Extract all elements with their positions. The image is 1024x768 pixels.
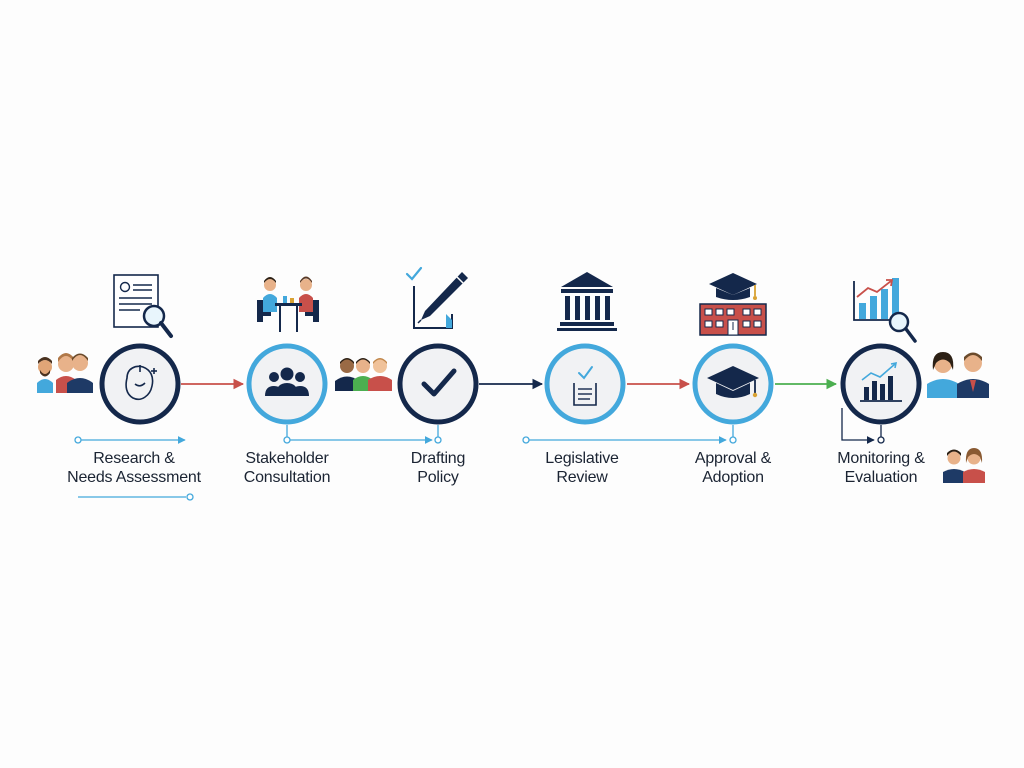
school-building-icon — [699, 273, 767, 336]
timeline-arrow-1 — [74, 436, 186, 444]
step-6-circle — [840, 343, 922, 425]
timeline-arrow-2 — [283, 425, 442, 444]
checkmark-icon — [421, 368, 457, 397]
step-3-label-line1: Drafting — [410, 450, 466, 467]
step-1-circle — [99, 343, 181, 425]
government-building-icon — [557, 272, 617, 331]
step-6-label-line2: Evaluation — [844, 469, 918, 486]
meeting-table-icon — [257, 276, 319, 332]
step-1-label-line2: Needs Assessment — [67, 469, 201, 486]
step-1-label-line1: Research & — [93, 450, 175, 467]
bar-chart-icon — [860, 361, 902, 402]
step-3-label: Drafting Policy — [353, 449, 523, 487]
step-2-label-line1: Stakeholder — [245, 450, 329, 467]
step-5-label: Approval & Adoption — [648, 449, 818, 487]
chart-search-icon — [853, 278, 917, 343]
graduation-cap-icon — [707, 366, 759, 398]
step-1-label: Research & Needs Assessment — [49, 449, 219, 487]
step-4-label-line1: Legislative — [545, 450, 619, 467]
step-4-label: Legislative Review — [497, 449, 667, 487]
step-6-label-line1: Monitoring & — [837, 450, 925, 467]
checklist-document-icon — [573, 366, 597, 406]
step-2-label-line2: Consultation — [243, 469, 331, 486]
pen-paper-icon — [405, 266, 468, 329]
step-5-label-line2: Adoption — [702, 469, 764, 486]
timeline-arrow-3 — [522, 425, 737, 444]
step-4-label-line2: Review — [556, 469, 608, 486]
step-3-label-line2: Policy — [417, 469, 459, 486]
step-2-label: Stakeholder Consultation — [202, 449, 372, 487]
people-pair-icon — [37, 353, 93, 393]
step-2-circle — [246, 343, 328, 425]
step-3-circle — [397, 343, 479, 425]
feedback-arrow-6 — [841, 408, 885, 444]
face-icon — [125, 365, 157, 401]
group-icon — [265, 367, 309, 396]
step-5-label-line1: Approval & — [694, 450, 772, 467]
step-4-circle — [544, 343, 626, 425]
step-6-label: Monitoring & Evaluation — [796, 449, 966, 487]
timeline-arrow-1b — [78, 493, 194, 501]
document-search-icon — [113, 274, 173, 338]
people-pair-icon-small — [943, 448, 985, 483]
people-pair-icon-right — [927, 352, 989, 398]
step-5-circle — [692, 343, 774, 425]
team-group-icon — [335, 358, 392, 391]
